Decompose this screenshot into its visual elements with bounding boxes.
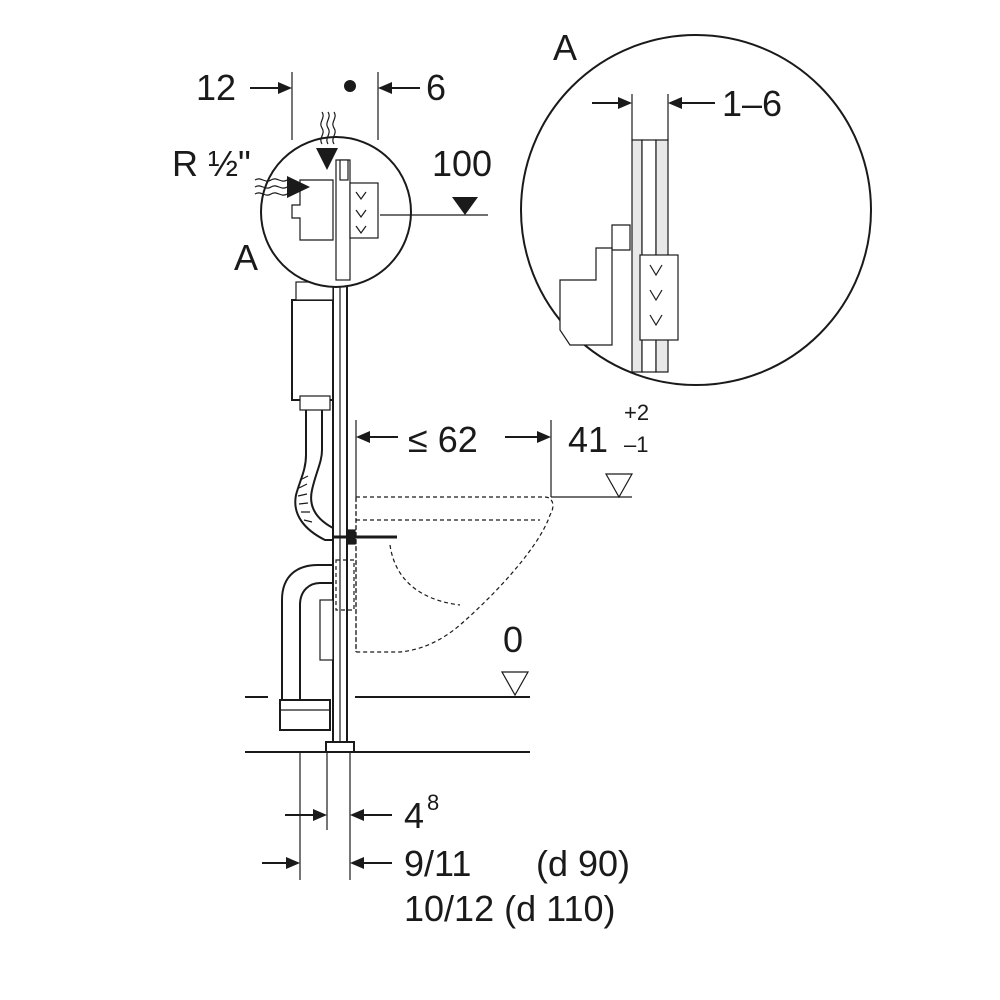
cistern [291,281,334,411]
detail-a-view [520,34,872,386]
seat-height-minus: –1 [624,432,648,457]
wc-bowl-outline [335,496,554,653]
bottom-offset-label: 4 [404,795,424,836]
dim-12-label: 12 [196,67,236,108]
connection-label: R ½" [172,143,251,184]
detail-gap-label: 1–6 [722,83,782,124]
floor-level-label: 0 [503,619,523,660]
seat-height-plus: +2 [624,400,649,425]
floor-level-marker [500,671,530,697]
bowl-depth-dimension [355,420,552,497]
detail-ref-left: A [234,237,258,278]
floor-lines [245,696,530,753]
pipe-d110-label: 10/12 (d 110) [404,888,615,929]
level-100-label: 100 [432,143,492,184]
bowl-depth-label: ≤ 62 [408,419,478,460]
pipe-d90-label: 9/11 [404,843,471,884]
pipe-d90-note: (d 90) [536,843,630,884]
bottom-dimensions [262,752,392,880]
detail-a-callout [260,136,412,288]
detail-gap-dimension [592,97,715,109]
mounting-bolt [333,529,397,545]
water-supply-arrows [254,111,338,198]
level-100-marker [410,197,488,216]
waste-pipe-elbow [279,564,334,731]
seat-height-label: 41 [568,419,608,460]
bottom-offset-sup: 8 [427,790,439,815]
top-dimensions [250,72,420,140]
detail-ref-right: A [553,27,577,68]
flush-pipe [294,410,334,541]
seat-height-marker [551,473,634,499]
dim-6-label: 6 [426,67,446,108]
